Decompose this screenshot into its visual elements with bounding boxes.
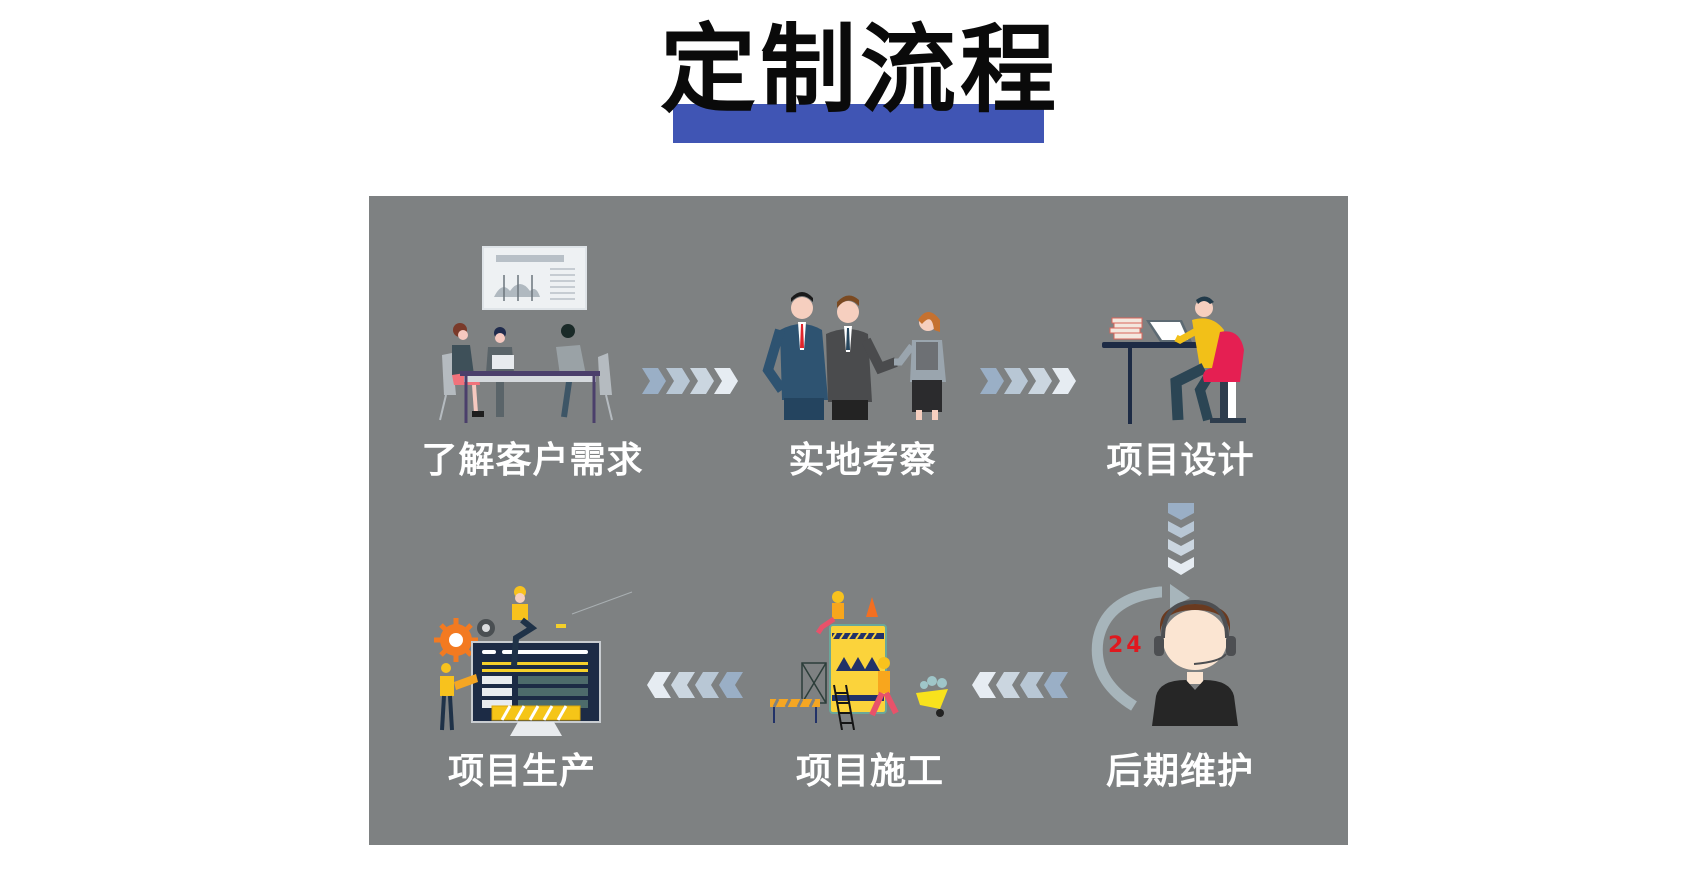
arrow-right-icon <box>642 368 740 394</box>
arrow-left-icon <box>972 672 1070 698</box>
title-accent-bar <box>673 104 1044 143</box>
page-title: 定制流程 <box>660 14 1060 126</box>
meeting-icon <box>430 245 630 425</box>
construction-icon <box>770 585 970 730</box>
production-monitor-icon <box>432 578 642 738</box>
step-label-site-survey: 实地考察 <box>788 440 937 481</box>
arrow-right-icon <box>980 368 1078 394</box>
badge-24: 24 <box>1108 633 1145 658</box>
step-label-construction: 项目施工 <box>795 751 944 792</box>
step-label-maintenance: 后期维护 <box>1105 751 1254 792</box>
step-label-understand-needs: 了解客户需求 <box>421 440 644 481</box>
step-label-production: 项目生产 <box>447 751 596 792</box>
arrow-left-icon <box>647 672 745 698</box>
handshake-icon <box>762 290 962 420</box>
arrow-down-icon <box>1168 503 1194 577</box>
designer-desk-icon <box>1100 290 1260 425</box>
support-headset-icon: 24 <box>1090 580 1270 740</box>
step-label-project-design: 项目设计 <box>1106 440 1255 481</box>
